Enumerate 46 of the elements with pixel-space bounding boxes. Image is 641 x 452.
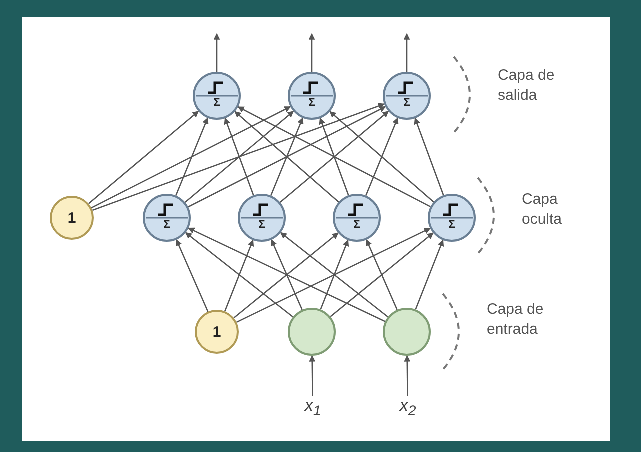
sum-symbol: Σ: [162, 219, 172, 231]
arrow: [330, 111, 434, 203]
arrow: [184, 110, 294, 204]
arrow: [308, 33, 316, 72]
arrow: [404, 355, 411, 396]
input-label: x$_{2}$: [395, 396, 421, 420]
arrow: [188, 228, 386, 322]
input-label: x$_{1}$: [300, 396, 326, 420]
arrow: [88, 110, 200, 204]
bias-value: 1: [66, 208, 78, 228]
layer-label: Capa oculta: [522, 190, 564, 230]
arrow: [92, 103, 386, 212]
arrow: [415, 240, 444, 310]
arrow: [91, 106, 292, 209]
arrow: [320, 240, 350, 310]
arrow: [234, 111, 340, 203]
arrow: [414, 118, 444, 196]
bias-value: 1: [212, 322, 222, 342]
sum-symbol: Σ: [448, 219, 456, 231]
arrow: [176, 118, 209, 196]
arrow: [330, 232, 434, 318]
sum-symbol: Σ: [352, 219, 362, 231]
arrow: [188, 106, 386, 208]
arrow: [236, 228, 431, 323]
arrow: [270, 118, 304, 196]
arrow: [319, 118, 350, 196]
arrow: [224, 118, 254, 196]
layer-label: Capa de entrada: [487, 300, 545, 340]
arrow: [238, 106, 431, 208]
arrow: [176, 239, 209, 312]
arrow: [224, 240, 254, 312]
arrow: [280, 232, 389, 318]
layer-label: Capa de salida: [498, 66, 556, 106]
arrow: [280, 110, 390, 204]
arrow: [309, 355, 316, 396]
sum-symbol: Σ: [308, 97, 316, 109]
arrow: [234, 232, 339, 319]
arrow: [185, 232, 294, 318]
arrow: [271, 239, 303, 310]
arrow: [366, 118, 399, 196]
arrow: [366, 239, 398, 310]
arrow: [214, 33, 220, 72]
sum-symbol: Σ: [258, 219, 266, 231]
sum-symbol: Σ: [402, 97, 412, 109]
arrow: [404, 33, 410, 72]
sum-symbol: Σ: [212, 97, 222, 109]
